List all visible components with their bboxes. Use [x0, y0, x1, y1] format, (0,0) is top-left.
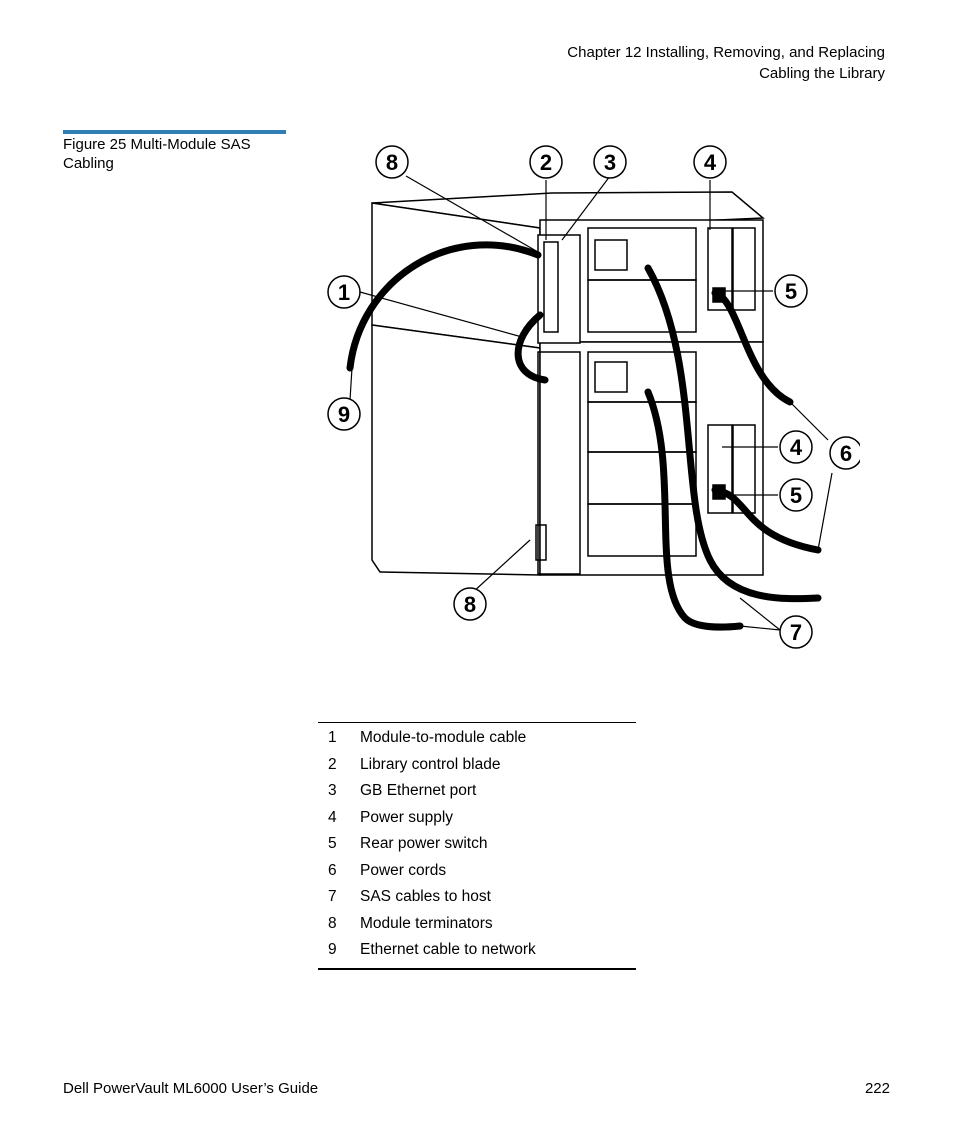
legend-number: 3	[328, 782, 337, 800]
caption-rule	[63, 130, 286, 134]
svg-text:3: 3	[604, 150, 616, 175]
legend-number: 1	[328, 729, 337, 747]
callout-8-bottom: 8	[453, 587, 487, 621]
legend-row: 4 Power supply	[318, 805, 636, 832]
legend-number: 9	[328, 941, 337, 959]
legend-number: 7	[328, 888, 337, 906]
library-illustration: 8 2 3 4 1 5 9	[327, 145, 863, 649]
figure-legend: 1 Module-to-module cable 2 Library contr…	[318, 722, 636, 970]
svg-text:5: 5	[790, 483, 802, 508]
callout-2: 2	[529, 145, 563, 179]
legend-row: 9 Ethernet cable to network	[318, 937, 636, 964]
callout-5-top: 5	[774, 274, 808, 308]
svg-text:8: 8	[464, 592, 476, 617]
callout-4-top: 4	[693, 145, 727, 179]
legend-label: Module terminators	[360, 914, 493, 932]
footer-guide-title: Dell PowerVault ML6000 User’s Guide	[63, 1080, 319, 1097]
footer-page-number: 222	[864, 1080, 890, 1097]
legend-number: 6	[328, 861, 337, 879]
legend-label: GB Ethernet port	[360, 782, 477, 800]
svg-text:5: 5	[785, 279, 797, 304]
section-title: Cabling the Library	[759, 65, 885, 82]
legend-row: 5 Rear power switch	[318, 831, 636, 858]
legend-label: Module-to-module cable	[360, 729, 527, 747]
legend-number: 5	[328, 835, 337, 853]
svg-text:4: 4	[704, 150, 717, 175]
legend-label: Rear power switch	[360, 835, 488, 853]
callout-6: 6	[829, 436, 863, 470]
legend-row: 3 GB Ethernet port	[318, 778, 636, 805]
svg-text:9: 9	[338, 402, 350, 427]
legend-label: Power cords	[360, 861, 447, 879]
legend-label: Ethernet cable to network	[360, 941, 536, 959]
legend-row: 2 Library control blade	[318, 752, 636, 779]
legend-row: 8 Module terminators	[318, 911, 636, 938]
svg-text:4: 4	[790, 435, 803, 460]
page-header: Chapter 12 Installing, Removing, and Rep…	[567, 42, 885, 84]
svg-text:7: 7	[790, 620, 802, 645]
library-cabling-figure: 8 2 3 4 1 5 9	[320, 140, 863, 660]
chapter-title: Chapter 12 Installing, Removing, and Rep…	[567, 44, 885, 61]
legend-label: SAS cables to host	[360, 888, 491, 906]
callout-3: 3	[593, 145, 627, 179]
legend-row: 1 Module-to-module cable	[318, 725, 636, 752]
figure-caption: Figure 25 Multi-Module SAS Cabling	[63, 136, 251, 172]
callout-9: 9	[327, 397, 361, 431]
callout-1: 1	[327, 275, 361, 309]
svg-text:6: 6	[840, 441, 852, 466]
legend-number: 2	[328, 755, 337, 773]
svg-text:2: 2	[540, 150, 552, 175]
callout-7: 7	[779, 615, 813, 649]
legend-label: Power supply	[360, 808, 454, 826]
legend-row: 6 Power cords	[318, 858, 636, 885]
svg-text:1: 1	[338, 280, 350, 305]
legend-row: 7 SAS cables to host	[318, 884, 636, 911]
callout-5-bottom: 5	[779, 478, 813, 512]
legend-number: 4	[328, 808, 337, 826]
legend-label: Library control blade	[360, 755, 501, 773]
callout-4-bottom: 4	[779, 430, 813, 464]
svg-text:8: 8	[386, 150, 398, 175]
legend-number: 8	[328, 914, 337, 932]
callout-markers: 8 2 3 4 1 5 9	[327, 145, 863, 649]
callout-8-top: 8	[375, 145, 409, 179]
